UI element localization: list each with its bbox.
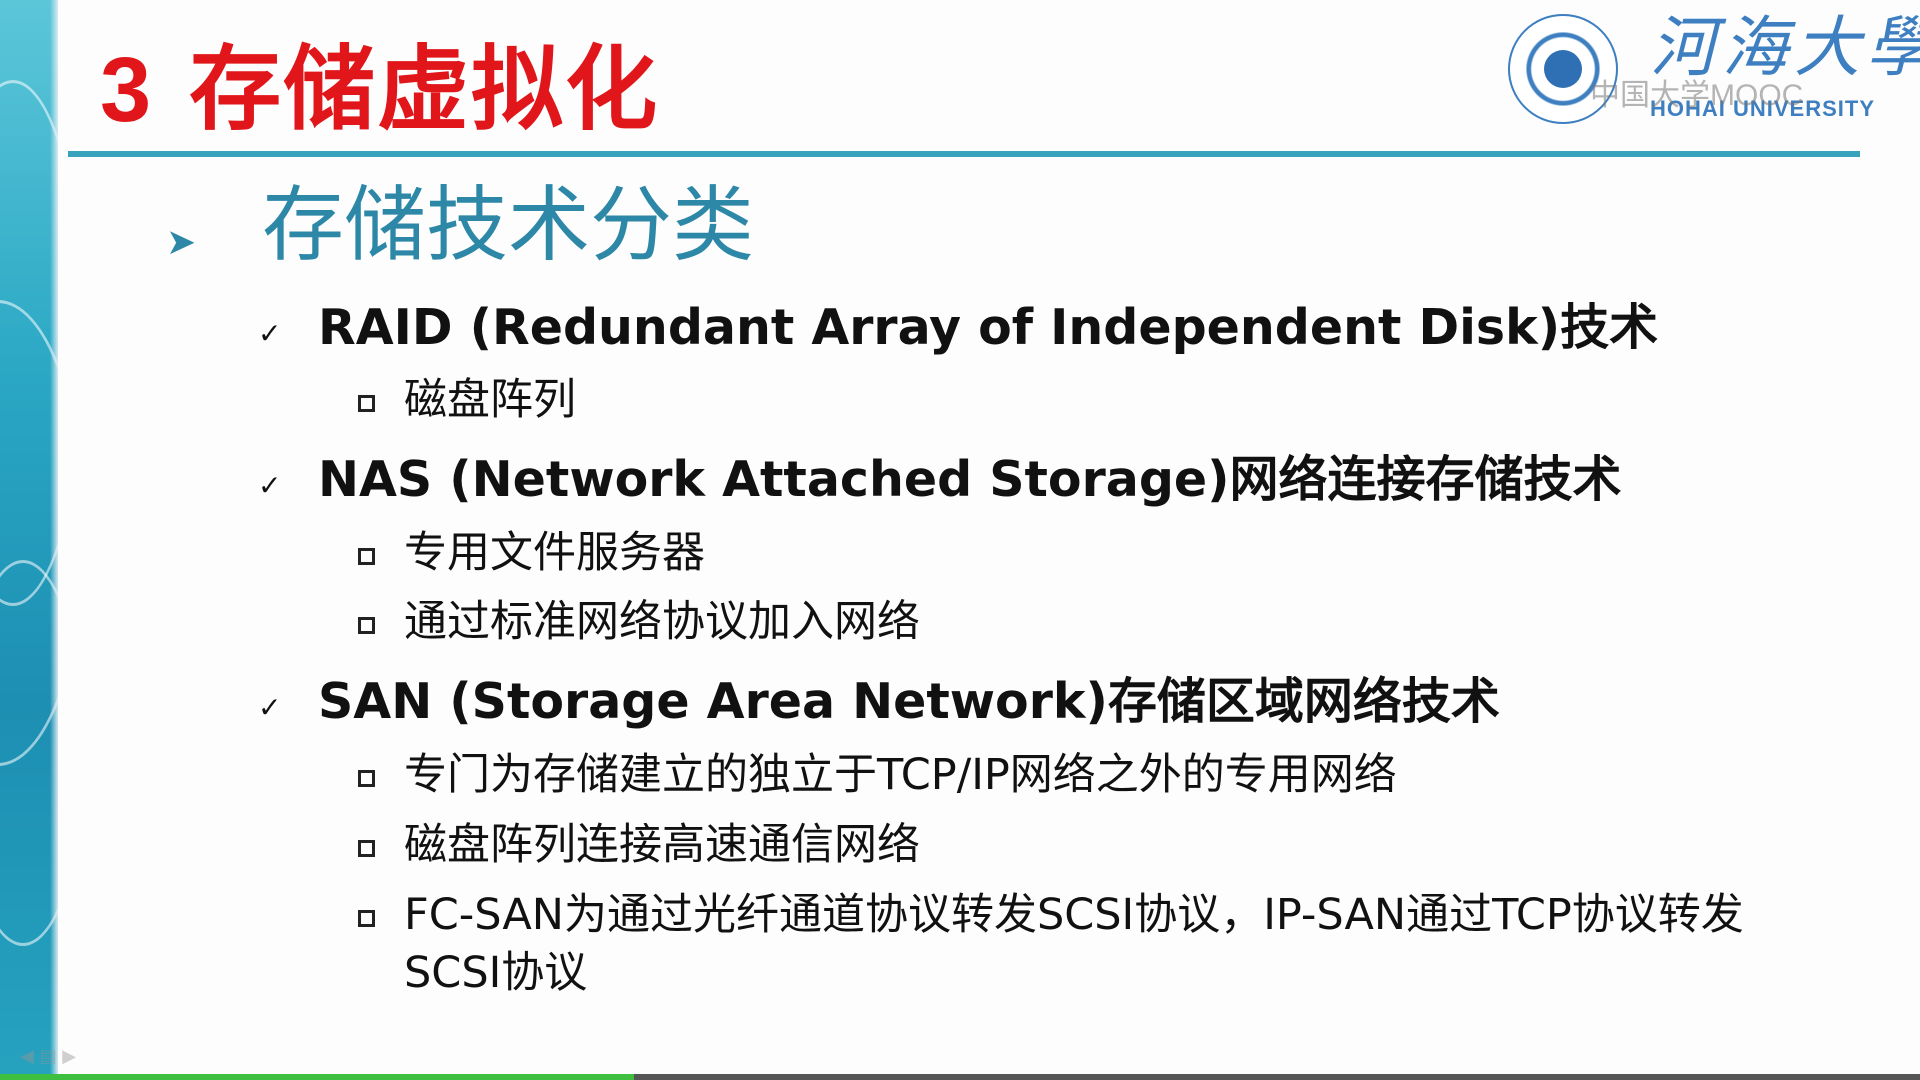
list-item-san: ✓ SAN (Storage Area Network)存储区域网络技术 xyxy=(258,670,1500,734)
playback-progress-bar[interactable] xyxy=(0,1074,1920,1080)
sub-item-label: 专用文件服务器 xyxy=(404,528,705,578)
slide-nav-controls[interactable]: ◀ ▤ ▶ xyxy=(20,1046,77,1067)
sub-item-label: FC-SAN为通过光纤通道协议转发SCSI协议，IP-SAN通过TCP协议转发S… xyxy=(404,890,1744,998)
left-decorative-band xyxy=(0,0,58,1080)
sub-item-label: 专门为存储建立的独立于TCP/IP网络之外的专用网络 xyxy=(404,750,1397,800)
list-item-label: RAID (Redundant Array of Independent Dis… xyxy=(318,299,1659,356)
square-bullet-icon xyxy=(358,548,375,565)
square-bullet-icon xyxy=(358,617,375,634)
sub-item: 专用文件服务器 xyxy=(358,524,705,582)
sub-item-label: 磁盘阵列 xyxy=(404,375,576,425)
sub-item: 通过标准网络协议加入网络 xyxy=(358,593,920,651)
sub-item-label: 通过标准网络协议加入网络 xyxy=(404,597,920,647)
arrowhead-bullet-icon: ➤ xyxy=(166,222,197,263)
square-bullet-icon xyxy=(358,770,375,787)
university-logo: 河海大學 HOHAI UNIVERSITY 中国大学MOOC xyxy=(1500,8,1920,128)
list-item-raid: ✓ RAID (Redundant Array of Independent D… xyxy=(258,296,1659,360)
section-heading: 存储技术分类 xyxy=(262,178,755,273)
slide-title-text: 存储虚拟化 xyxy=(189,36,660,143)
slide-title-number: 3 xyxy=(100,39,154,141)
logo-calligraphy: 河海大學 xyxy=(1650,9,1920,86)
university-seal-icon xyxy=(1508,14,1618,124)
sub-item-label: 磁盘阵列连接高速通信网络 xyxy=(404,820,920,870)
list-item-label: NAS (Network Attached Storage)网络连接存储技术 xyxy=(318,451,1622,508)
playback-progress-fill xyxy=(0,1074,634,1080)
checkmark-icon: ✓ xyxy=(258,469,282,502)
title-divider xyxy=(68,151,1860,157)
square-bullet-icon xyxy=(358,395,375,412)
sub-item: 磁盘阵列 xyxy=(358,371,576,429)
checkmark-icon: ✓ xyxy=(258,691,282,724)
mooc-watermark: 中国大学MOOC xyxy=(1590,79,1804,112)
list-item-nas: ✓ NAS (Network Attached Storage)网络连接存储技术 xyxy=(258,448,1622,512)
sub-item: 磁盘阵列连接高速通信网络 xyxy=(358,816,920,874)
slide-title: 3 存储虚拟化 xyxy=(100,30,659,150)
square-bullet-icon xyxy=(358,840,375,857)
sub-item: FC-SAN为通过光纤通道协议转发SCSI协议，IP-SAN通过TCP协议转发S… xyxy=(358,886,1824,1002)
checkmark-icon: ✓ xyxy=(258,317,282,350)
list-item-label: SAN (Storage Area Network)存储区域网络技术 xyxy=(318,673,1500,730)
sub-item: 专门为存储建立的独立于TCP/IP网络之外的专用网络 xyxy=(358,746,1397,804)
square-bullet-icon xyxy=(358,910,375,927)
logo-english-name: HOHAI UNIVERSITY xyxy=(1650,96,1876,121)
